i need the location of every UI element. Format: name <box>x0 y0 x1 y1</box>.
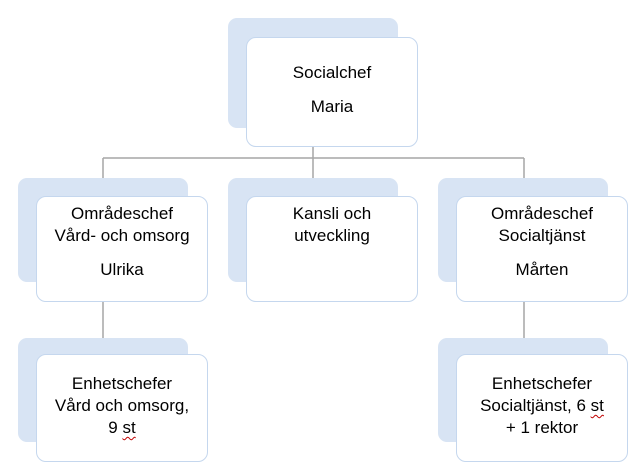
node-social-chief: Socialchef Maria <box>246 37 418 147</box>
node-units-social-unit: st <box>590 396 604 415</box>
node-area-care-title-2: Vård- och omsorg <box>54 226 190 245</box>
node-units-social-count: Socialtjänst, 6 <box>480 396 591 415</box>
node-office-title-1: Kansli och <box>292 204 372 223</box>
node-area-social-title-1: Områdeschef <box>490 204 594 223</box>
node-area-social: Områdeschef Socialtjänst Mårten <box>456 196 628 302</box>
node-units-care-line-2: Vård och omsorg, <box>54 396 190 415</box>
node-area-care-name: Ulrika <box>100 260 144 279</box>
node-units-care-count: 9 <box>108 418 123 437</box>
node-social-chief-title: Socialchef <box>292 63 372 82</box>
node-units-care-unit: st <box>122 418 136 437</box>
node-area-social-title-2: Socialtjänst <box>498 226 586 245</box>
node-units-social: Enhetschefer Socialtjänst, 6 st + 1 rekt… <box>456 354 628 462</box>
node-units-care-line-3: 9 st <box>37 417 207 439</box>
node-units-care: Enhetschefer Vård och omsorg, 9 st <box>36 354 208 462</box>
node-units-social-line-3: + 1 rektor <box>505 418 579 437</box>
node-area-care-title-1: Områdeschef <box>70 204 174 223</box>
node-units-social-line-1: Enhetschefer <box>491 374 593 393</box>
node-units-social-line-2: Socialtjänst, 6 st <box>457 395 627 417</box>
node-office: Kansli och utveckling <box>246 196 418 302</box>
node-units-care-line-1: Enhetschefer <box>71 374 173 393</box>
node-office-title-2: utveckling <box>294 226 370 245</box>
node-social-chief-name: Maria <box>310 97 354 116</box>
node-area-social-name: Mårten <box>515 260 569 279</box>
node-area-care: Områdeschef Vård- och omsorg Ulrika <box>36 196 208 302</box>
